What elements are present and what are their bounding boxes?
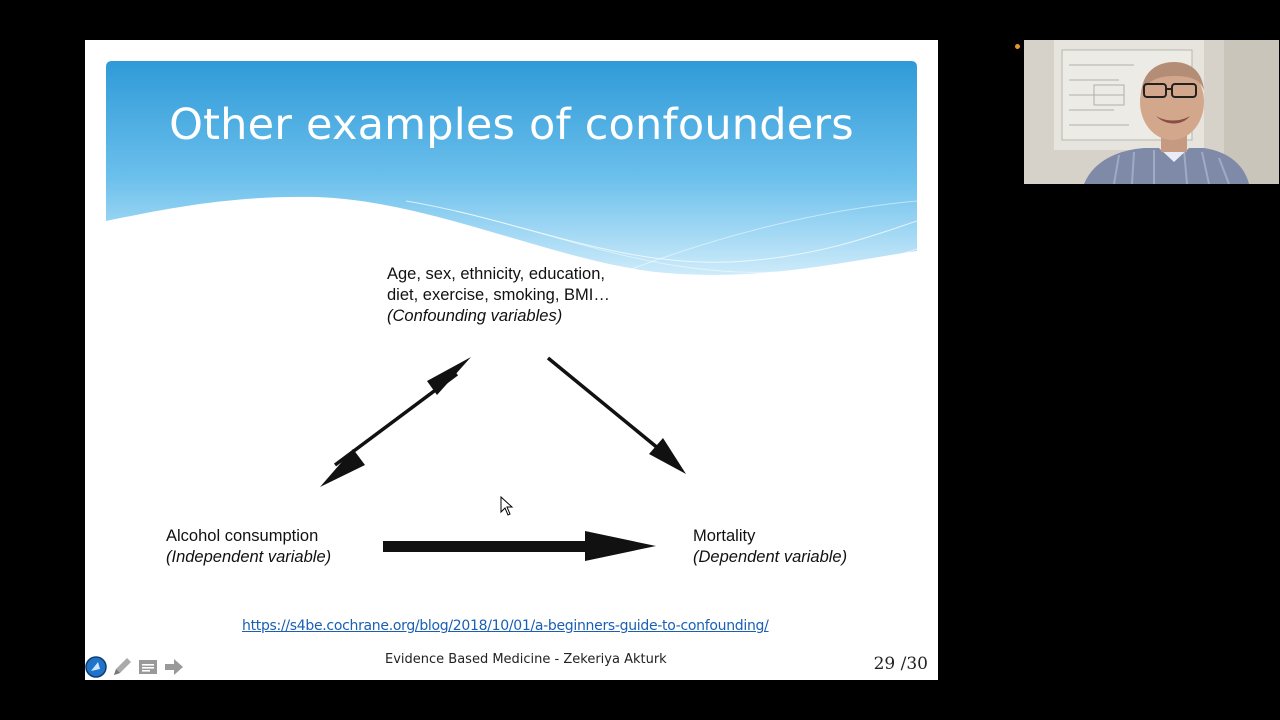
independent-name: Alcohol consumption	[166, 527, 319, 545]
recording-indicator-icon	[1015, 44, 1020, 49]
dependent-variable-label: Mortality (Dependent variable)	[693, 526, 847, 568]
page-number: 29 /30	[874, 654, 928, 674]
title-banner	[106, 61, 917, 275]
confounders-line-1: Age, sex, ethnicity, education,	[387, 265, 605, 283]
page-current: 29	[873, 654, 896, 674]
presentation-slide: Other examples of confounders Age, sex, …	[85, 40, 938, 680]
confounders-line-2: diet, exercise, smoking, BMI…	[387, 286, 610, 304]
arrow-exposure-outcome	[383, 531, 656, 561]
menu-icon[interactable]	[137, 656, 159, 678]
independent-variable-label: Alcohol consumption (Independent variabl…	[166, 526, 331, 568]
page-total: /30	[900, 654, 928, 674]
slideshow-toolbar	[85, 652, 185, 680]
next-arrow-icon[interactable]	[163, 656, 185, 678]
mouse-cursor-icon	[500, 496, 514, 516]
navigator-icon[interactable]	[85, 656, 107, 678]
causal-diagram	[320, 356, 686, 561]
slide-footer: Evidence Based Medicine - Zekeriya Aktur…	[385, 652, 667, 667]
pen-icon[interactable]	[111, 656, 133, 678]
presenter-webcam-video	[1024, 40, 1279, 184]
double-arrow-confounder-exposure	[320, 357, 471, 487]
slide-title: Other examples of confounders	[169, 100, 854, 150]
arrow-confounder-outcome	[546, 356, 686, 474]
independent-role: (Independent variable)	[166, 548, 332, 566]
dependent-name: Mortality	[693, 527, 756, 545]
dependent-role: (Dependent variable)	[693, 548, 848, 566]
source-link[interactable]: https://s4be.cochrane.org/blog/2018/10/0…	[242, 618, 769, 634]
confounders-label: Age, sex, ethnicity, education, diet, ex…	[387, 264, 610, 327]
confounders-role: (Confounding variables)	[387, 307, 563, 325]
